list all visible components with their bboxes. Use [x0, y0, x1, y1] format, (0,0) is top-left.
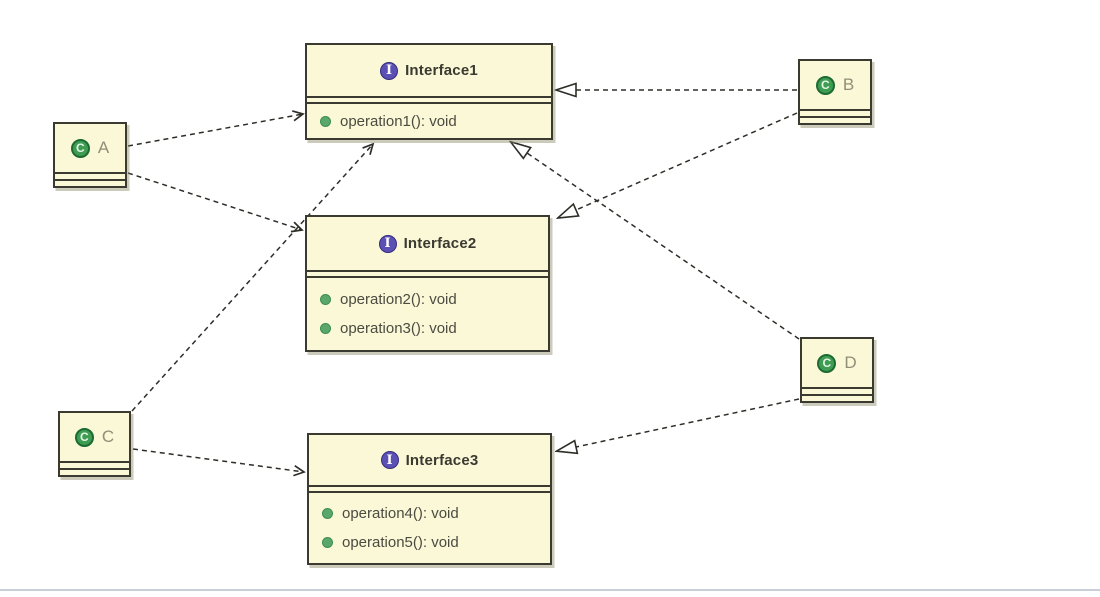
interface3-header: I Interface3	[309, 435, 550, 485]
operation-row: operation2(): void	[320, 291, 548, 308]
operation-icon	[320, 293, 331, 305]
class-icon: C	[70, 138, 90, 158]
node-interface3[interactable]: I Interface3 operation4(): void operatio…	[307, 433, 552, 565]
interface2-name: Interface2	[403, 235, 477, 252]
operation-row: operation4(): void	[322, 505, 550, 522]
node-interface1[interactable]: I Interface1 operation1(): void	[305, 43, 553, 140]
operation-label: operation4(): void	[342, 505, 459, 522]
operation-row: operation3(): void	[320, 320, 548, 337]
operation-row: operation1(): void	[320, 113, 551, 130]
realization-b-to-interface2[interactable]	[576, 112, 798, 210]
interface1-header: I Interface1	[307, 45, 551, 96]
operation-label: operation5(): void	[342, 534, 459, 551]
operations-compartment	[802, 394, 872, 401]
interface-icon: I	[378, 234, 397, 253]
dependency-c-to-interface1[interactable]	[131, 142, 375, 412]
interface3-operations: operation4(): void operation5(): void	[309, 493, 550, 563]
dependency-a-to-interface1[interactable]	[127, 110, 305, 147]
operation-icon	[322, 537, 333, 548]
class-c-header: C C	[60, 413, 129, 461]
class-icon: C	[817, 353, 837, 373]
operation-icon	[320, 115, 331, 127]
dependency-a-to-interface2[interactable]	[127, 172, 304, 233]
page-bottom-divider	[0, 589, 1100, 591]
operation-icon	[322, 508, 333, 519]
dependency-c-to-interface3[interactable]	[132, 448, 306, 477]
class-b-header: C B	[800, 61, 870, 109]
interface1-name: Interface1	[405, 62, 478, 79]
interface1-operations: operation1(): void	[307, 104, 551, 138]
attributes-compartment	[60, 461, 129, 468]
compartment-divider	[309, 485, 550, 493]
operation-icon	[320, 323, 331, 335]
compartment-divider	[307, 96, 551, 104]
operations-compartment	[800, 116, 870, 123]
class-c-name: C	[101, 427, 115, 446]
attributes-compartment	[55, 172, 125, 179]
class-b-name: B	[842, 75, 855, 94]
realization-d-to-interface3[interactable]	[576, 398, 800, 447]
interface3-name: Interface3	[405, 451, 479, 469]
interface-icon: I	[380, 61, 399, 80]
interface2-header: I Interface2	[307, 217, 548, 270]
node-class-d[interactable]: C D	[800, 337, 874, 403]
operations-compartment	[60, 468, 129, 475]
class-icon: C	[74, 427, 94, 447]
compartment-divider	[307, 270, 548, 278]
node-class-b[interactable]: C B	[798, 59, 872, 125]
operation-label: operation3(): void	[340, 320, 457, 338]
interface-icon: I	[380, 451, 399, 469]
operation-label: operation1(): void	[340, 112, 457, 130]
class-a-header: C A	[55, 124, 125, 172]
class-d-name: D	[844, 353, 857, 372]
node-class-a[interactable]: C A	[53, 122, 127, 188]
realization-d-to-interface1[interactable]	[527, 153, 800, 340]
class-d-header: C D	[802, 339, 872, 387]
node-interface2[interactable]: I Interface2 operation2(): void operatio…	[305, 215, 550, 352]
interface2-operations: operation2(): void operation3(): void	[307, 278, 548, 350]
operation-label: operation2(): void	[340, 290, 457, 308]
operation-row: operation5(): void	[322, 534, 550, 551]
operations-compartment	[55, 179, 125, 186]
class-icon: C	[815, 75, 835, 95]
attributes-compartment	[800, 109, 870, 116]
node-class-c[interactable]: C C	[58, 411, 131, 477]
attributes-compartment	[802, 387, 872, 394]
class-a-name: A	[97, 138, 110, 157]
